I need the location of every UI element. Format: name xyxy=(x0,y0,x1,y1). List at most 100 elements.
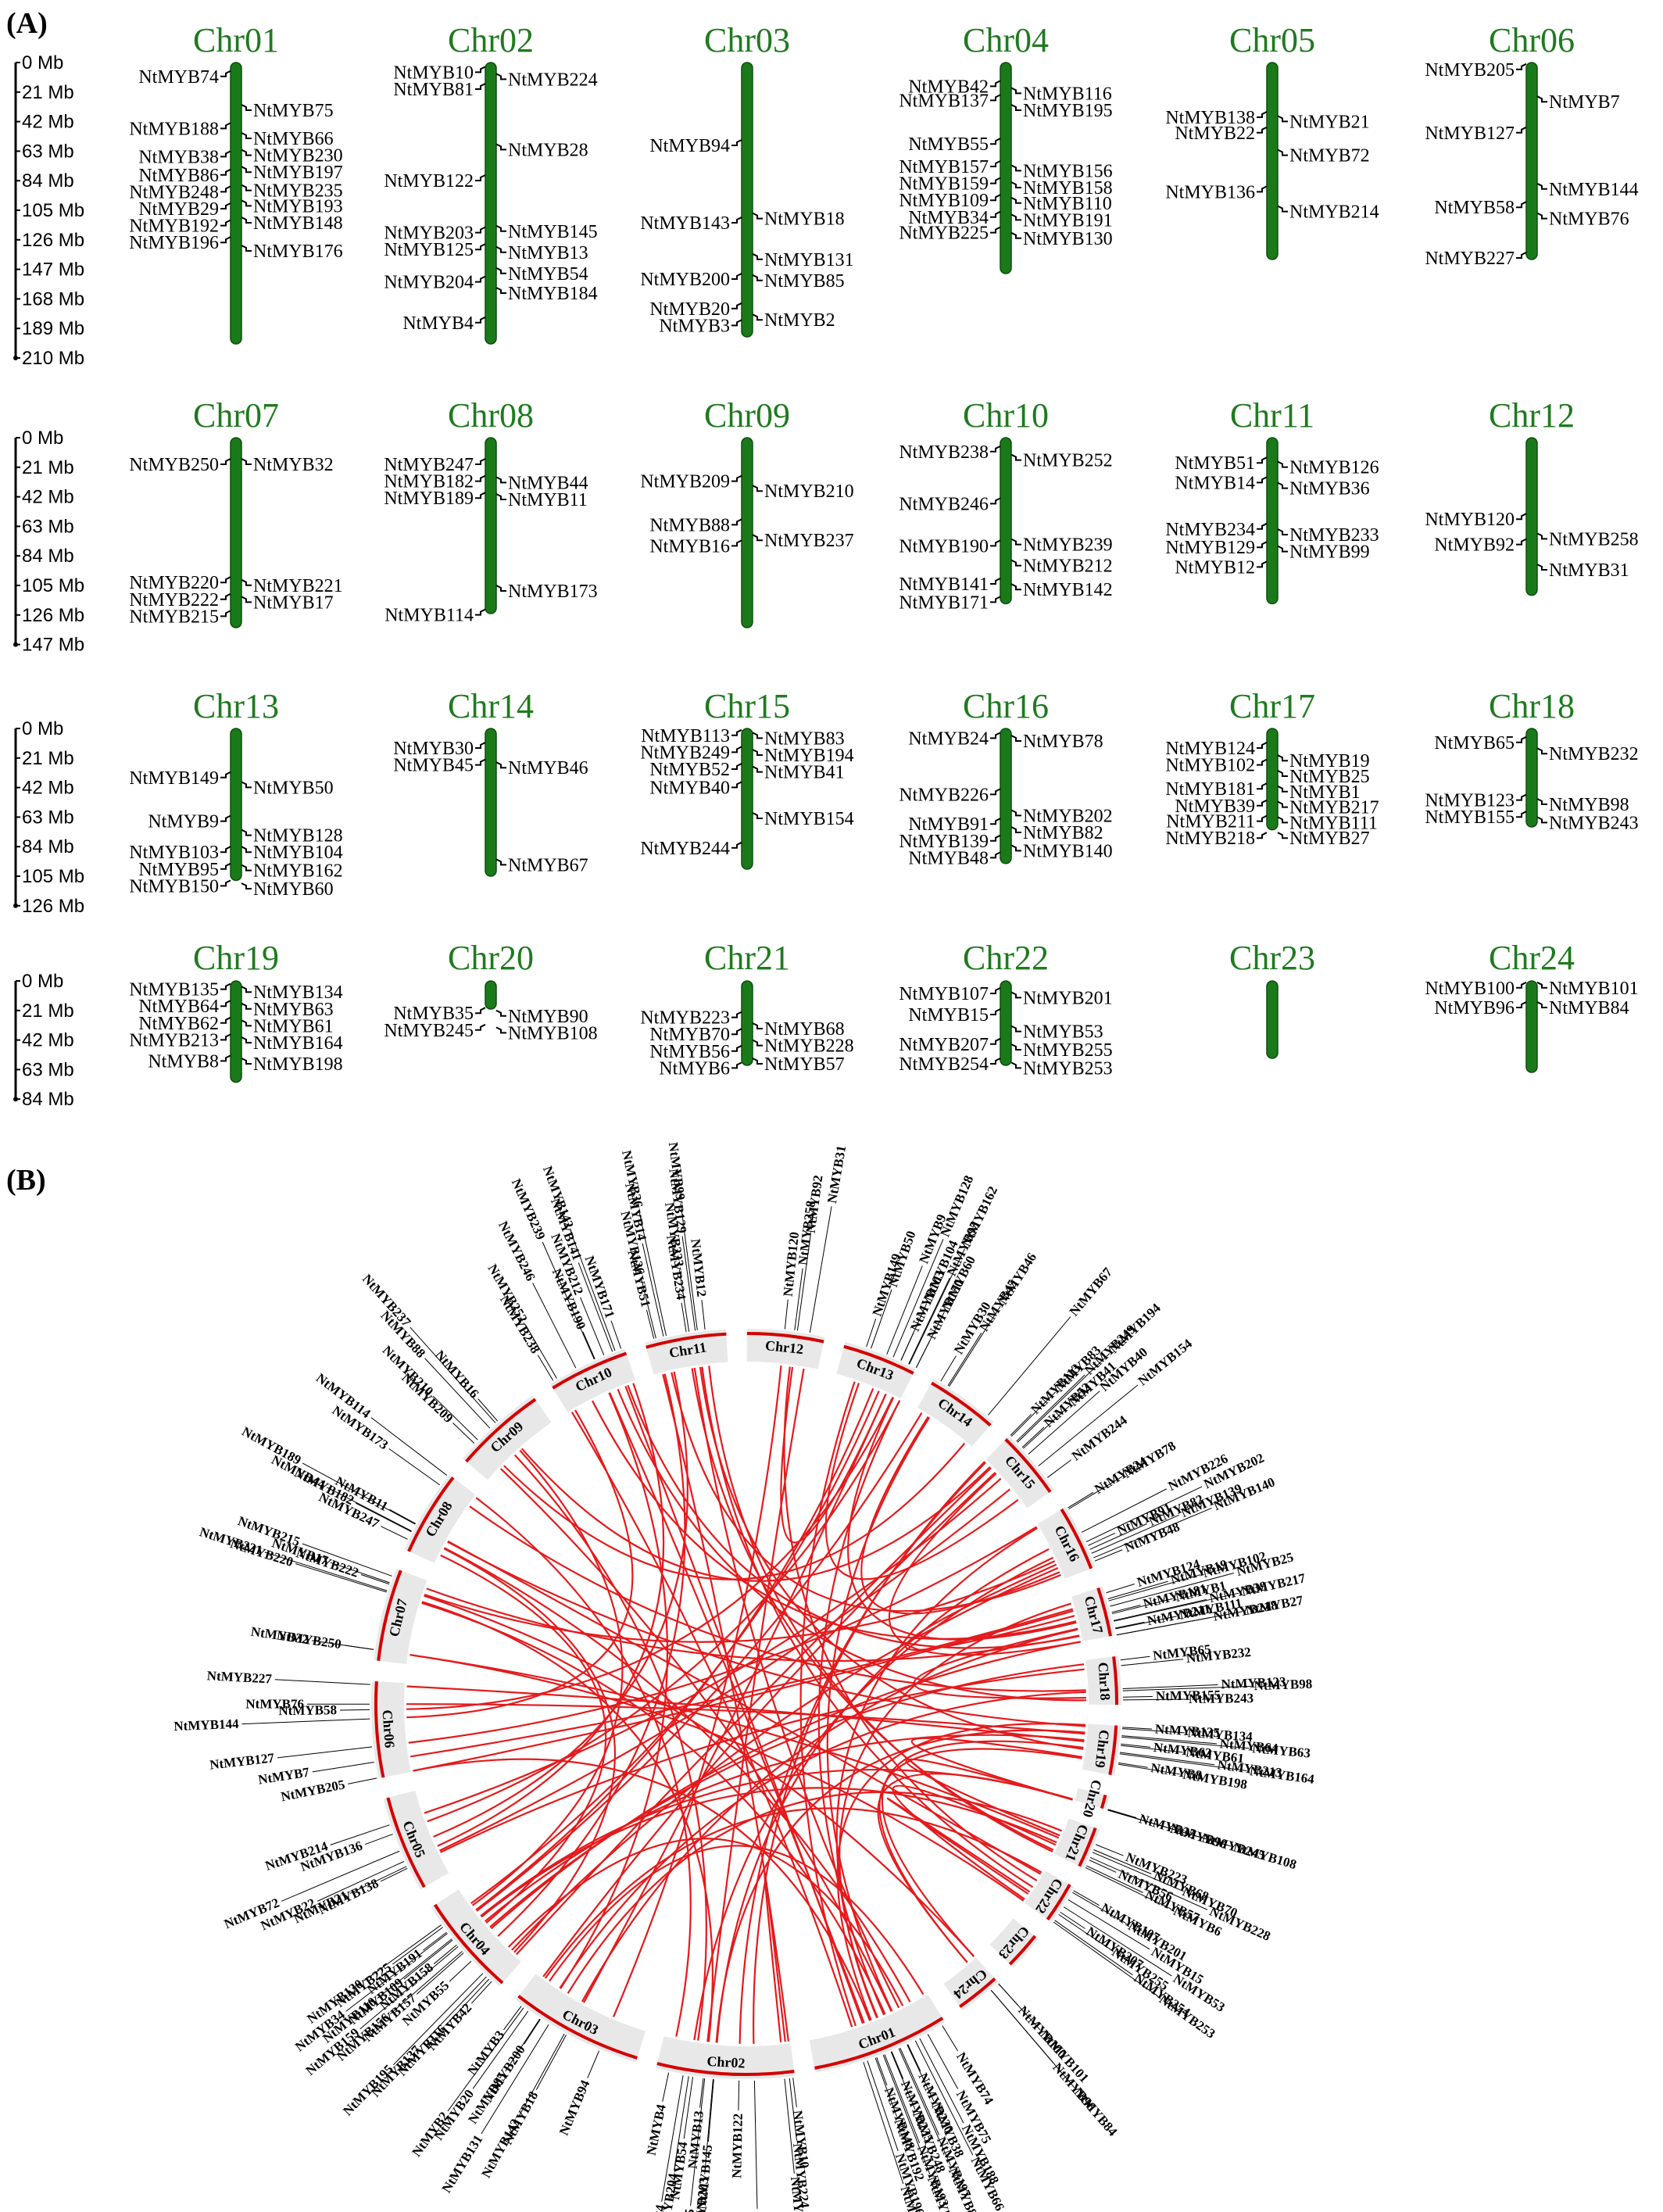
gene-tick xyxy=(1121,1735,1217,1745)
gene-label: NtMYB142 xyxy=(1023,580,1113,600)
gene-tick xyxy=(420,1976,487,2046)
gene-tick xyxy=(302,1543,392,1577)
gene-tick xyxy=(792,2078,797,2108)
synteny-link xyxy=(443,1547,911,2003)
gene-connector xyxy=(752,749,763,756)
gene-connector xyxy=(1516,63,1527,70)
gene-tick xyxy=(681,1236,696,1331)
gene-tick xyxy=(680,1203,698,1331)
scale-tick-label: 63 Mb xyxy=(22,141,74,162)
scale-tick-label: 0 Mb xyxy=(22,718,63,739)
gene-tick xyxy=(646,1309,655,1339)
gene-label: NtMYB210 xyxy=(764,481,854,502)
gene-tick xyxy=(909,1248,965,1365)
gene-connector xyxy=(1516,252,1527,259)
gene-connector xyxy=(241,1019,252,1027)
gene-label: NtMYB144 xyxy=(1549,180,1639,200)
gene-tick xyxy=(312,1762,374,1773)
gene-connector xyxy=(731,539,742,547)
gene-connector xyxy=(731,1044,742,1052)
gene-tick xyxy=(1093,1507,1212,1559)
gene-tick xyxy=(1121,1743,1151,1748)
gene-label: NtMYB82 xyxy=(1023,823,1103,843)
synteny-link xyxy=(662,1374,789,2042)
gene-connector xyxy=(1010,453,1021,461)
gene-label: NtMYB232 xyxy=(1549,744,1639,764)
gene-connector xyxy=(495,858,506,866)
gene-label: NtMYB110 xyxy=(1023,194,1112,214)
gene-tick xyxy=(874,2057,898,2117)
gene-label: NtMYB92 xyxy=(1434,535,1515,556)
gene-connector xyxy=(220,122,231,130)
gene-label: NtMYB150 xyxy=(129,876,219,897)
circos-chr13: Chr13 xyxy=(836,1341,916,1399)
synteny-link xyxy=(706,1369,805,2042)
synteny-link xyxy=(513,1454,707,2041)
chromosome-bar xyxy=(485,62,497,345)
gene-tick xyxy=(1091,1514,1179,1554)
gene-label: NtMYB56 xyxy=(649,1042,730,1062)
gene-connector xyxy=(1277,785,1288,793)
gene-tick xyxy=(381,1526,408,1540)
gene-tick xyxy=(1016,1374,1085,1442)
gene-tick xyxy=(1113,1598,1207,1621)
gene-connector xyxy=(731,217,742,224)
gene-connector xyxy=(1257,185,1268,193)
gene-tick xyxy=(340,1709,370,1711)
synteny-link xyxy=(764,1872,786,2042)
gene-tick xyxy=(892,1238,944,1358)
gene-tick xyxy=(330,1824,390,1845)
chromosome-chr16: Chr16NtMYB24NtMYB226NtMYB91NtMYB139NtMYB… xyxy=(899,687,1112,868)
gene-label: NtMYB98 xyxy=(1549,795,1629,815)
gene-label: NtMYB188 xyxy=(129,119,219,139)
synteny-link xyxy=(426,1587,1080,1663)
gene-label: NtMYB53 xyxy=(1023,1022,1103,1043)
gene-connector xyxy=(752,313,763,321)
gene-label: NtMYB154 xyxy=(764,809,854,829)
gene-label: NtMYB14 xyxy=(1175,473,1255,493)
gene-label: NtMYB217 xyxy=(1289,798,1379,818)
gene-connector xyxy=(1010,1043,1021,1051)
gene-tick xyxy=(517,2033,565,2118)
gene-label: NtMYB120 xyxy=(1425,510,1515,530)
synteny-link xyxy=(427,1400,901,1823)
gene-connector xyxy=(495,1009,506,1017)
synteny-link xyxy=(421,1602,886,2015)
gene-connector xyxy=(220,202,231,209)
gene-connector xyxy=(1010,1061,1021,1069)
gene-connector xyxy=(731,518,742,526)
gene-tick xyxy=(683,2077,694,2139)
gene-connector xyxy=(1277,460,1288,468)
gene-tick xyxy=(1022,1405,1070,1449)
gene-label: NtMYB70 xyxy=(649,1025,730,1045)
gene-connector xyxy=(752,732,763,739)
scale-tick-label: 0 Mb xyxy=(22,52,63,73)
chromosome-bar xyxy=(1000,437,1012,605)
gene-tick xyxy=(389,1509,417,1524)
gene-tick xyxy=(882,2054,931,2174)
gene-label: NtMYB104 xyxy=(253,843,343,863)
gene-label: NtMYB78 xyxy=(1023,732,1103,752)
circos-chr06: Chr06 xyxy=(371,1680,411,1779)
gene-label: NtMYB65 xyxy=(1434,733,1515,753)
gene-connector xyxy=(495,761,506,769)
gene-label: NtMYB196 xyxy=(129,233,219,253)
gene-tick xyxy=(277,1746,373,1759)
gene-tick xyxy=(403,1939,453,1980)
gene-label: NtMYB197 xyxy=(253,163,343,183)
gene-label: NtMYB19 xyxy=(1289,751,1370,771)
synteny-link xyxy=(424,1595,975,1957)
gene-connector xyxy=(990,1058,1001,1065)
synteny-link xyxy=(409,1654,1025,1902)
gene-tick xyxy=(311,1640,374,1650)
gene-connector xyxy=(1010,538,1021,546)
circos-chr24: Chr24 xyxy=(943,1957,999,2011)
gene-label: NtMYB136 xyxy=(1165,182,1255,202)
circos-gene-label: NtMYB4 xyxy=(644,2103,669,2157)
gene-connector xyxy=(220,610,231,617)
chromosome-band xyxy=(943,1957,999,2011)
scale-tick-label: 42 Mb xyxy=(22,487,74,508)
gene-tick xyxy=(891,2051,904,2079)
